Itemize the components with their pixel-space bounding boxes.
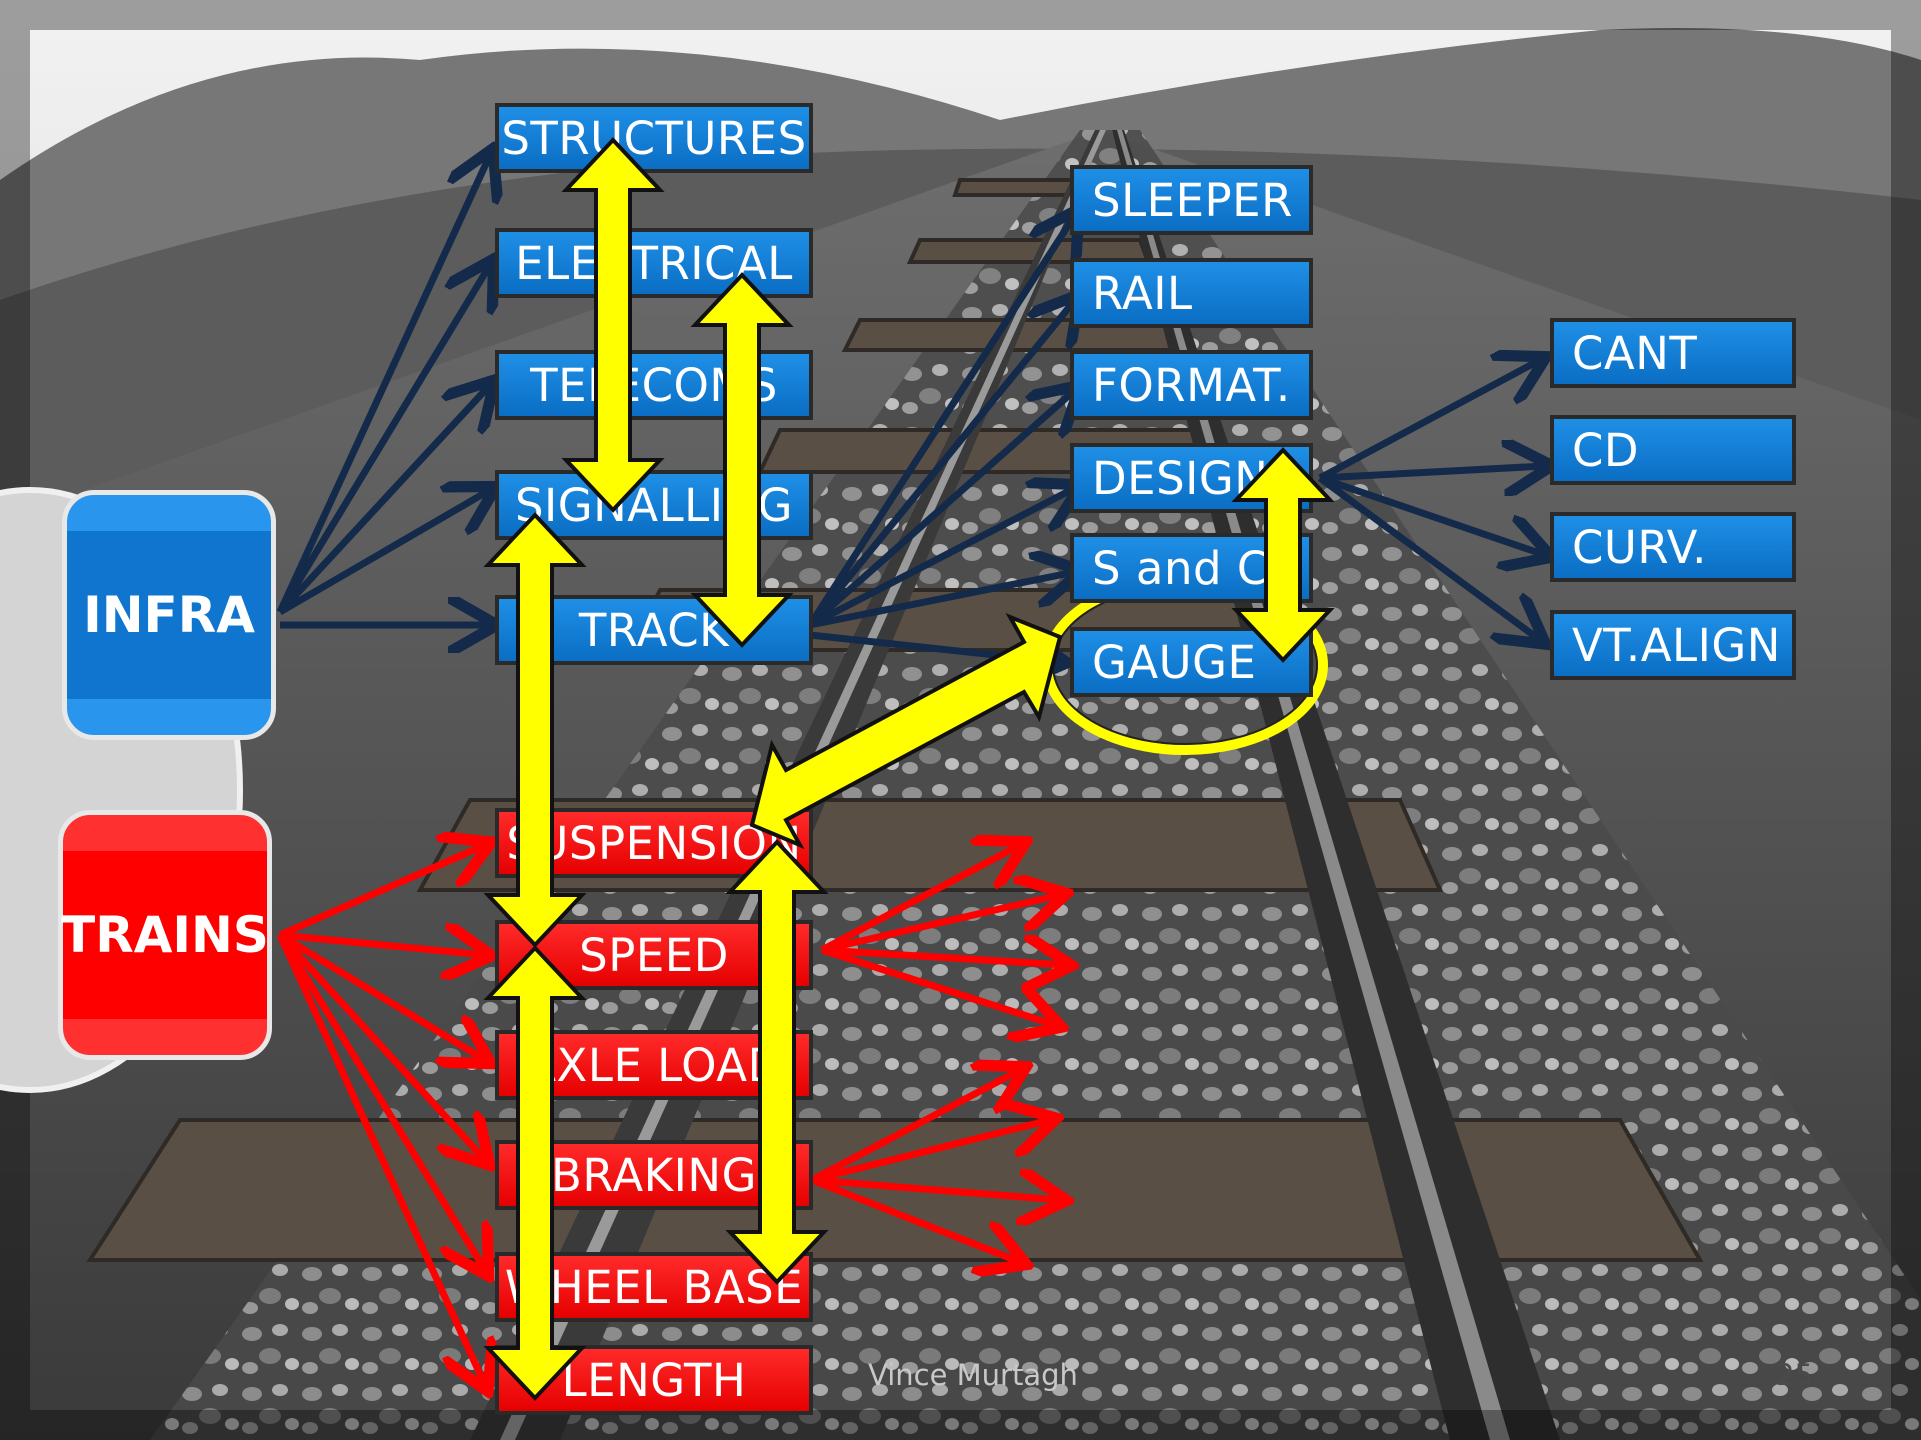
- design-item-cant-label: CANT: [1572, 326, 1698, 380]
- footer-author: Vince Murtagh: [868, 1358, 1078, 1392]
- arrow-design-curv: [1318, 474, 1545, 555]
- infra-item-structures-label: STRUCTURES: [501, 111, 807, 165]
- track-item-sleeper[interactable]: SLEEPER: [1070, 165, 1313, 235]
- arrow-braking-fan-2: [811, 1120, 1050, 1184]
- train-item-length-label: LENGTH: [561, 1353, 747, 1407]
- design-item-vt-align-label: VT.ALIGN: [1572, 618, 1781, 672]
- infra-item-electrical[interactable]: ELECTRICAL: [495, 228, 813, 298]
- arrow-track-design: [808, 488, 1075, 629]
- design-item-vt-align[interactable]: VT.ALIGN: [1550, 610, 1796, 680]
- arrow-track-sandc: [809, 572, 1075, 629]
- arrow-speed-fan-3: [821, 950, 1065, 965]
- arrow-speed-fan-1: [820, 845, 1020, 954]
- arrow-infra-signalling: [278, 490, 490, 616]
- design-item-cd-label: CD: [1572, 423, 1640, 477]
- arrow-trains-suspension: [278, 845, 485, 939]
- infra-item-track-label: TRACK: [578, 603, 730, 657]
- arrow-design-vtalign: [1317, 475, 1540, 640]
- track-item-gauge-label: GAUGE: [1092, 635, 1257, 689]
- arrow-speed-fan-2: [821, 895, 1060, 954]
- infra-main-label: INFRA: [83, 586, 255, 644]
- yellow-arrow-signalling-speed: [483, 512, 587, 948]
- infra-main-box[interactable]: INFRA: [62, 490, 276, 740]
- arrow-track-sleeper: [807, 215, 1075, 627]
- yellow-arrow-suspension-wheelbase: [725, 839, 829, 1285]
- yellow-arrow-design-gauge: [1231, 447, 1335, 663]
- track-item-format-label: FORMAT.: [1092, 358, 1291, 412]
- track-item-s-and-c-label: S and C: [1092, 541, 1269, 595]
- design-item-curv-label: CURV.: [1572, 520, 1707, 574]
- train-item-axle-load-label: AXLE LOAD: [525, 1038, 783, 1092]
- train-item-wheel-base-label: WHEEL BASE: [504, 1260, 804, 1314]
- track-item-sleeper-label: SLEEPER: [1092, 173, 1293, 227]
- yellow-arrow-gauge-suspension: [749, 613, 1063, 850]
- arrow-braking-fan-1: [810, 1070, 1020, 1184]
- arrow-infra-electrical: [277, 265, 490, 614]
- trains-main-box[interactable]: TRAINS: [58, 810, 272, 1060]
- track-item-format[interactable]: FORMAT.: [1070, 350, 1313, 420]
- arrow-braking-fan-4: [810, 1176, 1020, 1262]
- arrow-trains-speed: [279, 935, 485, 955]
- arrow-trains-wheelbase: [277, 933, 485, 1270]
- arrow-trains-axleload: [278, 932, 485, 1060]
- arrow-design-cant: [1318, 360, 1540, 482]
- infra-item-structures[interactable]: STRUCTURES: [495, 103, 813, 173]
- yellow-arrow-electrical-track: [690, 272, 794, 648]
- arrow-track-rail: [807, 300, 1075, 628]
- design-item-cant[interactable]: CANT: [1550, 318, 1796, 388]
- train-item-speed-label: SPEED: [579, 928, 729, 982]
- yellow-arrow-structures-signalling: [561, 137, 665, 513]
- arrow-infra-telecoms: [277, 385, 490, 615]
- arrow-trains-length: [276, 933, 485, 1385]
- train-item-braking-label: BRAKING: [551, 1148, 757, 1202]
- footer-page-number: 25: [1776, 1358, 1813, 1392]
- arrow-trains-braking: [277, 932, 485, 1160]
- arrow-design-cd: [1319, 466, 1545, 478]
- trains-main-label: TRAINS: [61, 906, 269, 964]
- arrow-infra-structures: [276, 155, 490, 614]
- track-item-rail-label: RAIL: [1092, 266, 1193, 320]
- arrow-braking-fan-3: [811, 1180, 1060, 1200]
- design-item-curv[interactable]: CURV.: [1550, 512, 1796, 582]
- yellow-arrow-speed-length: [483, 945, 587, 1401]
- arrow-track-format: [807, 390, 1075, 628]
- arrow-speed-fan-4: [820, 946, 1055, 1025]
- design-item-cd[interactable]: CD: [1550, 415, 1796, 485]
- track-item-rail[interactable]: RAIL: [1070, 258, 1313, 328]
